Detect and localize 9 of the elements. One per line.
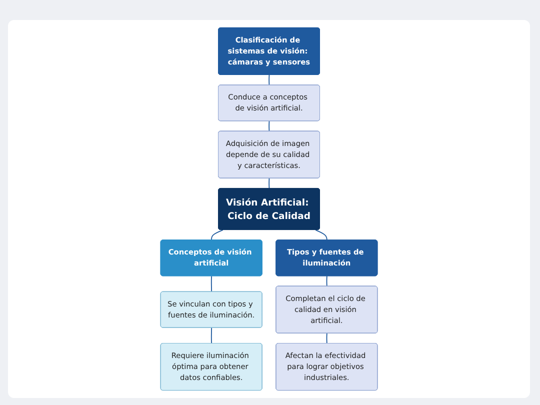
connector [315, 230, 328, 241]
connector [210, 276, 212, 292]
connector [210, 327, 212, 344]
connector [268, 178, 270, 189]
connector [268, 74, 270, 86]
connector [326, 276, 328, 287]
connector [268, 120, 270, 132]
connector [326, 332, 328, 344]
connector [211, 230, 224, 241]
